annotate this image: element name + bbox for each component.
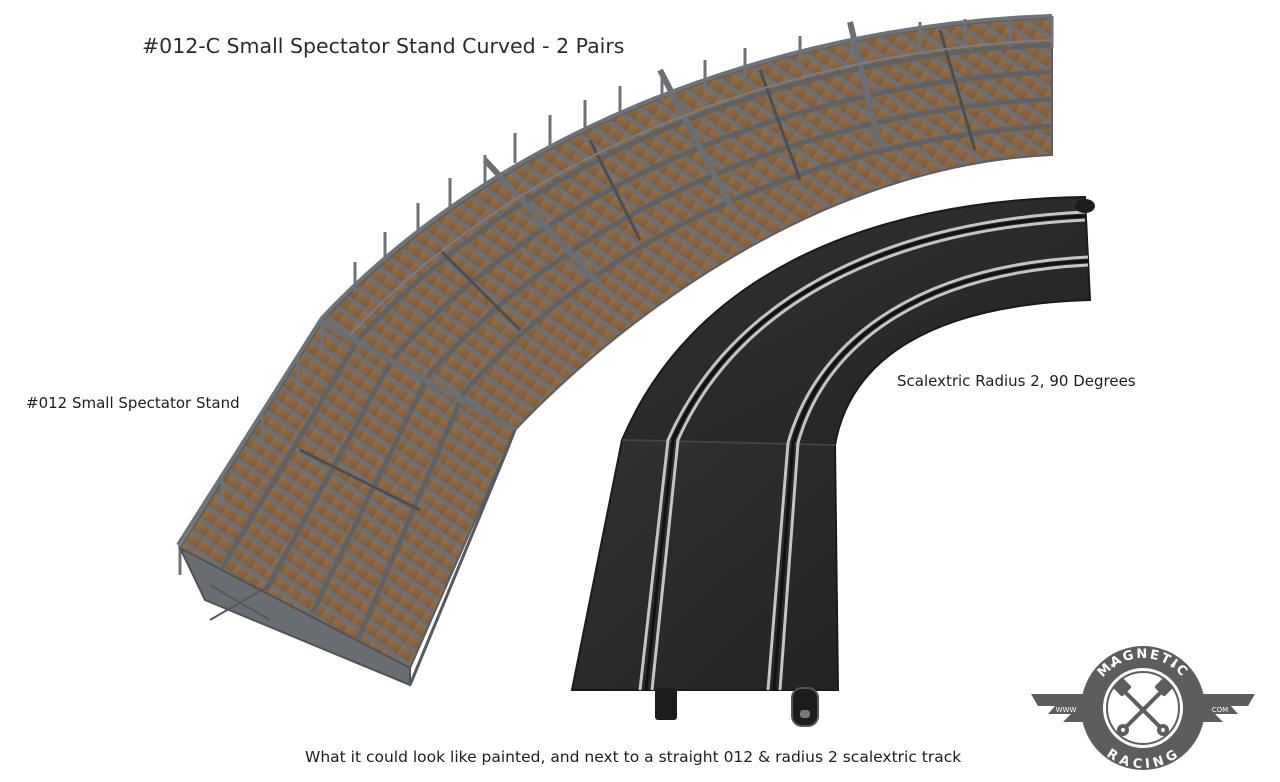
spectator-stand: [176, 14, 1054, 687]
track-caption: Scalextric Radius 2, 90 Degrees: [897, 372, 1136, 390]
track-straight-piece: [570, 438, 840, 691]
track-connector-bottom-left: [655, 688, 677, 720]
logo-right-wing: [1198, 694, 1255, 722]
track-lane-2-rail: [766, 255, 1089, 691]
track-connector-bottom-right: [791, 687, 819, 727]
logo-left-wing: [1031, 694, 1088, 722]
logo-right-text: COM: [1212, 706, 1228, 714]
track-lane-1-rail: [638, 210, 1086, 691]
scalextric-track: [570, 195, 1095, 727]
title-caption: #012-C Small Spectator Stand Curved - 2 …: [142, 34, 625, 58]
magnetic-racing-logo: MAGNETIC RACING WWW COM ★ ★: [1031, 646, 1255, 772]
stand-caption: #012 Small Spectator Stand: [26, 394, 240, 412]
track-curved-piece: [620, 195, 1092, 447]
track-connector-top: [1075, 199, 1095, 213]
crossed-pistons-icon: [1112, 677, 1174, 736]
svg-text:★: ★: [1169, 661, 1176, 670]
bottom-caption: What it could look like painted, and nex…: [305, 748, 962, 766]
svg-text:★: ★: [1109, 661, 1116, 670]
logo-left-text: WWW: [1056, 706, 1077, 714]
